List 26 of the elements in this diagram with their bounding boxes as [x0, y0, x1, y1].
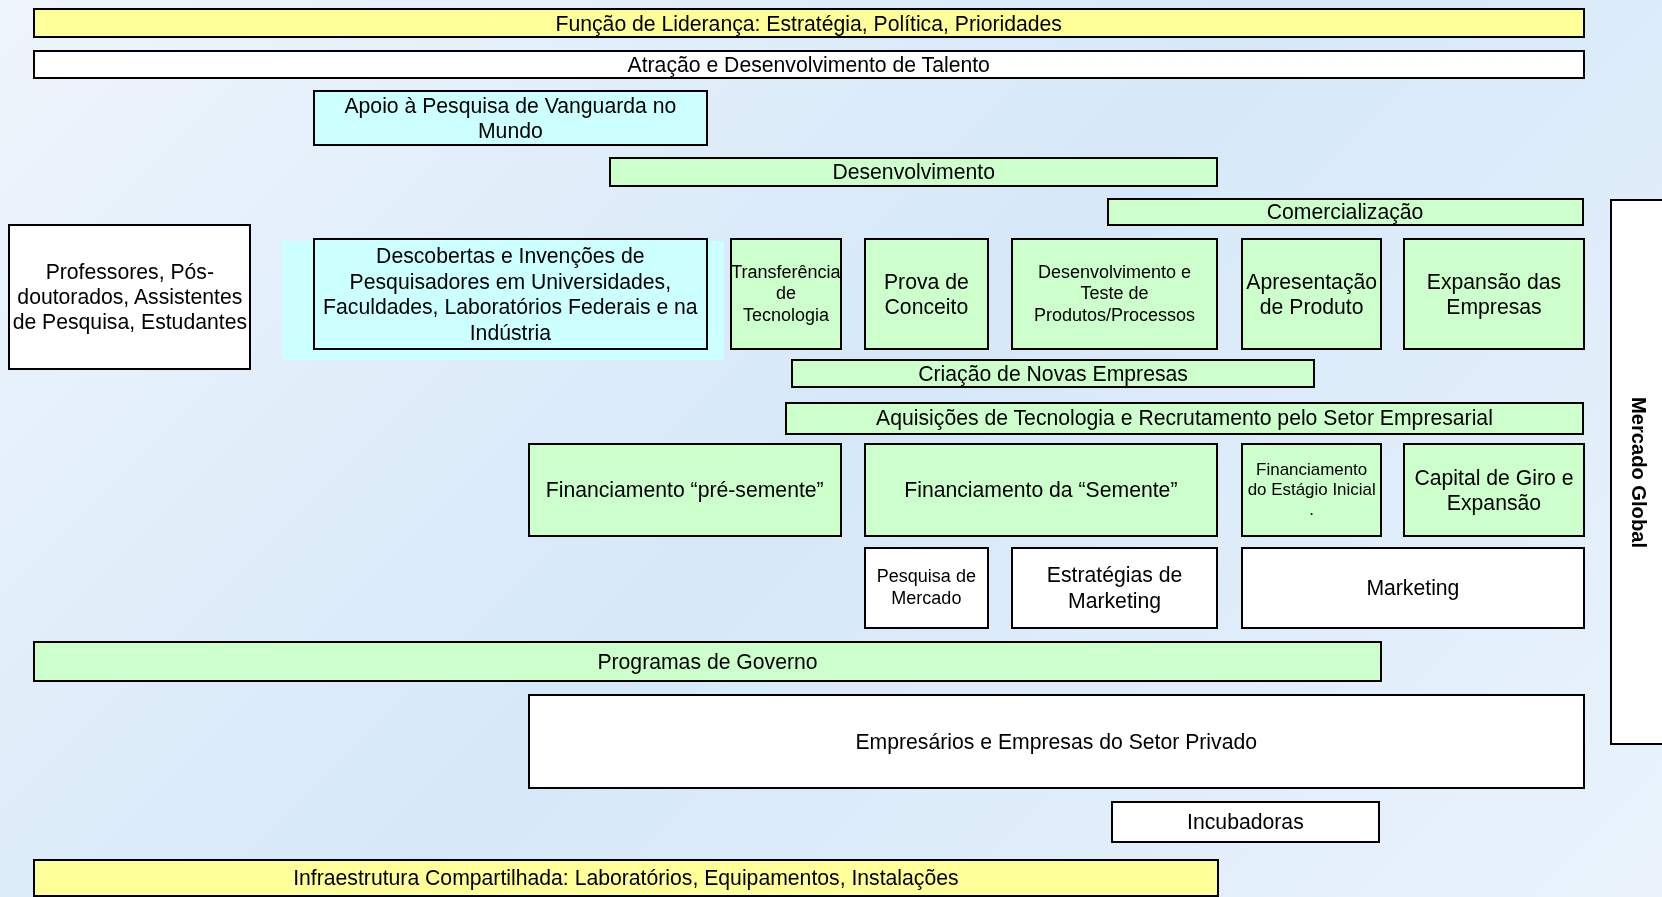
stage-box: Desenvolvimento e Teste de Produtos/Processos	[1011, 238, 1218, 350]
market-panel: Mercado Global	[1610, 199, 1662, 746]
phase-band: Desenvolvimento	[609, 156, 1218, 187]
funding-box: Financiamento da “Semente”	[863, 443, 1218, 538]
phase-band: Criação de Novas Empresas	[790, 359, 1316, 388]
phase-band: Comercialização	[1106, 198, 1584, 226]
stage-box: Transferência de Tecnologia	[730, 238, 842, 350]
people-box: Professores, Pós-doutorados, Assistentes de Pesquisa, Estudantes	[8, 223, 252, 370]
funding-box: Financiamento do Estágio Inicial .	[1241, 443, 1383, 538]
marketing-box: Estratégias de Marketing	[1011, 546, 1218, 629]
funding-box: Capital de Giro e Expansão	[1403, 443, 1585, 538]
heading-band: Atração e Desenvolvimento de Talento	[32, 49, 1585, 80]
infrastructure-band: Infraestrutura Compartilhada: Laboratórios, Equipamentos, Instalações	[32, 858, 1219, 897]
heading-band: Função de Liderança: Estratégia, Política, Prioridades	[32, 8, 1585, 39]
sector-box: Empresários e Empresas do Setor Privado	[527, 694, 1585, 789]
marketing-box: Marketing	[1241, 546, 1585, 629]
phase-band: Aquisições de Tecnologia e Recrutamento pelo Setor Empresarial	[785, 401, 1584, 435]
funding-box: Financiamento “pré-semente”	[527, 443, 842, 538]
stage-box: Expansão das Empresas	[1403, 238, 1585, 350]
marketing-box: Pesquisa de Mercado	[863, 546, 989, 629]
stage-box: Prova de Conceito	[863, 238, 989, 350]
incubator-box: Incubadoras	[1110, 801, 1381, 843]
stage-box: Apoio à Pesquisa de Vanguarda no Mundo	[312, 90, 709, 147]
stage-box: Descobertas e Invenções de Pesquisadores em Universidades, Faculdades, Laboratórios Federais e na Indústria	[312, 238, 709, 350]
program-band: Programas de Governo	[32, 641, 1383, 682]
stage-box: Apresentação de Produto	[1241, 238, 1383, 350]
